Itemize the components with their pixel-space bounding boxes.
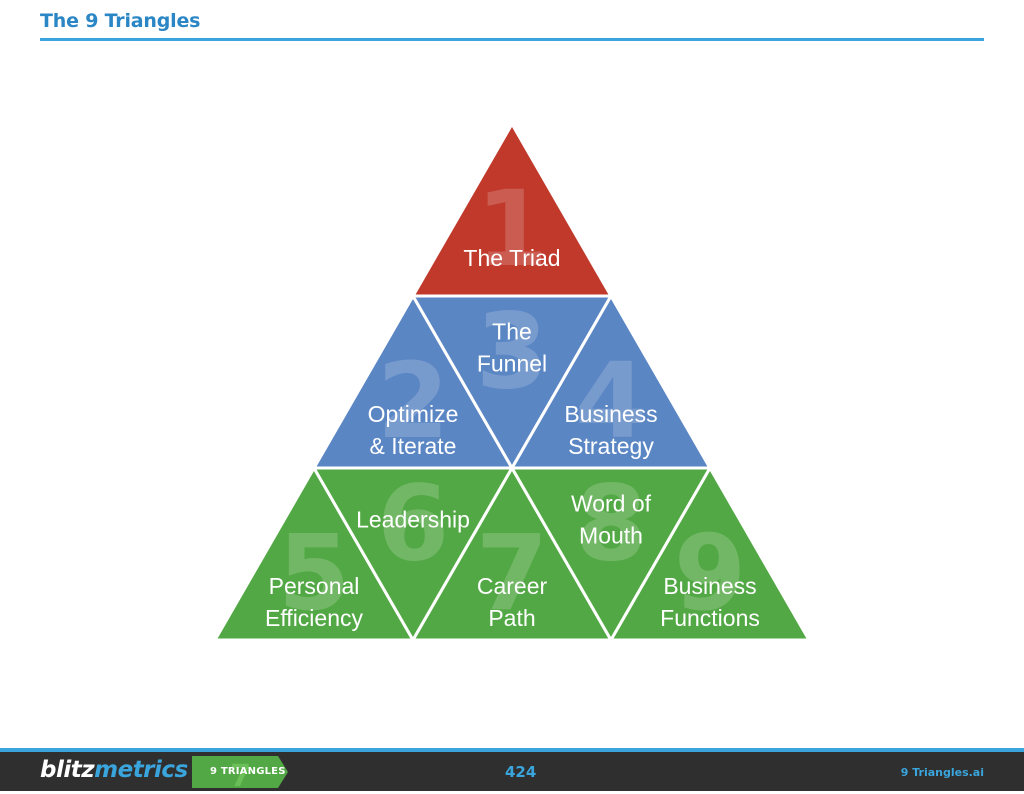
triangle-8-number: 8: [575, 462, 647, 584]
triangle-3-number: 3: [476, 290, 548, 412]
brand-logo-part1: blitz: [40, 757, 95, 783]
triangle-1-label: The Triad: [463, 245, 560, 271]
triangle-1-number: 1: [476, 168, 548, 290]
page-number: 424: [505, 763, 537, 781]
triangle-7-number: 7: [476, 512, 548, 634]
brand-logo-part2: metrics: [94, 757, 188, 783]
footer-rule: [0, 748, 1024, 752]
brand-logo: blitzmetrics: [40, 757, 188, 783]
page-title: The 9 Triangles: [40, 10, 201, 32]
triangle-6-label: Leadership: [356, 507, 470, 533]
footer-bar: blitzmetrics 7 9 TRIANGLES 424 9 Triangl…: [0, 752, 1024, 792]
title-rule: [40, 38, 984, 41]
section-tag-number: 7: [230, 759, 251, 794]
section-tag-label: 9 TRIANGLES: [210, 766, 286, 777]
triangle-9-shape: [608, 464, 812, 642]
triangle-5-number: 5: [278, 512, 350, 634]
triangle-6-number: 6: [377, 462, 449, 584]
footer-link[interactable]: 9 Triangles.ai: [900, 766, 984, 779]
triangle-2-label: Optimize& Iterate: [368, 401, 459, 459]
section-tag: 7 9 TRIANGLES: [192, 756, 288, 792]
triangle-2-number: 2: [377, 340, 449, 462]
triangle-4-number: 4: [575, 340, 647, 462]
triangle-9-number: 9: [674, 512, 746, 634]
section-tag-shape: [192, 756, 288, 788]
